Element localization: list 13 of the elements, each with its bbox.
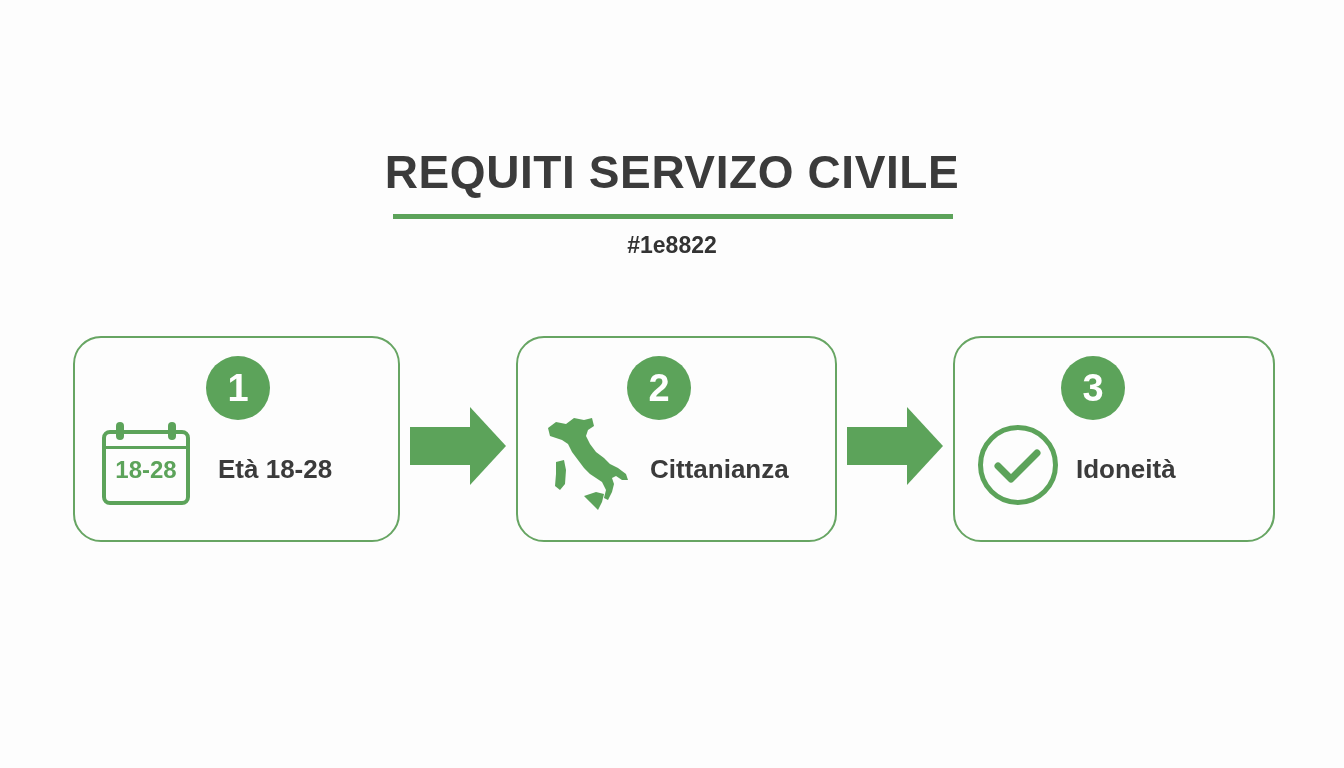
step-number-badge: 1: [206, 356, 270, 420]
diagram-title: REQUITI SERVIZO CIVILE: [384, 146, 960, 199]
requirement-card: [516, 336, 837, 542]
subtitle-text: #1e8822: [627, 232, 717, 260]
requirement-card: [953, 336, 1275, 542]
requirement-card: [73, 336, 400, 542]
step-number-badge: 3: [1061, 356, 1125, 420]
arrow: [847, 407, 943, 485]
step-number-badge: 2: [627, 356, 691, 420]
requirement-label: Cittanianza: [650, 454, 789, 486]
requirement-label: Idoneità: [1076, 454, 1176, 486]
arrow: [410, 407, 506, 485]
requirement-label: Età 18-28: [218, 454, 333, 486]
